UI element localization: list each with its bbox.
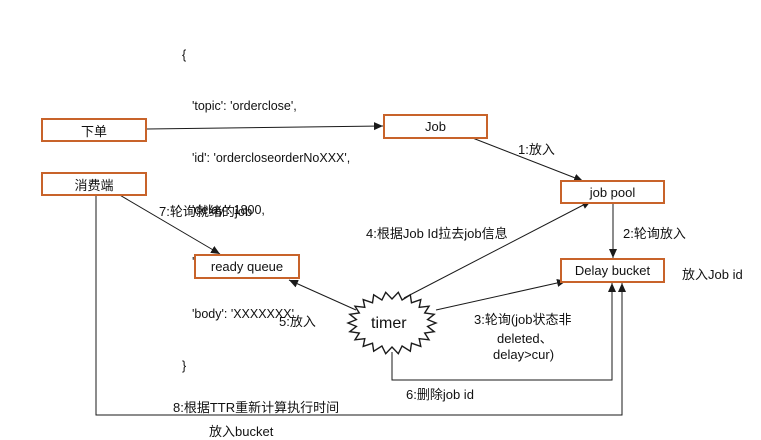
node-job-pool-label: job pool <box>589 184 636 200</box>
edge-label-step8-line1: 8:根据TTR重新计算执行时间 <box>173 400 340 415</box>
edge-label-step3-line3: delay>cur) <box>493 347 555 362</box>
edge-timer-delete-jobid <box>391 283 616 381</box>
node-job-pool: job pool <box>560 180 665 204</box>
json-line-id: 'id': 'ordercloseorderNoXXX', <box>192 151 351 166</box>
edge-label-step3-line2: deleted、 <box>497 331 553 346</box>
edge-timer-to-pool <box>403 200 592 299</box>
json-line-body: 'body': 'XXXXXXX' <box>192 307 294 322</box>
json-line-topic: 'topic': 'orderclose', <box>192 99 297 114</box>
node-order: 下单 <box>41 118 147 142</box>
edge-job-to-pool <box>469 136 584 182</box>
node-delay-bucket-label: Delay bucket <box>574 263 651 278</box>
edge-label-step8-line2: 放入bucket <box>209 424 274 439</box>
edge-label-step1: 1:放入 <box>518 142 555 157</box>
node-delay-bucket: Delay bucket <box>560 258 665 283</box>
edge-timer-to-ready <box>288 279 357 311</box>
job-json-snippet: { 'topic': 'orderclose', 'id': 'orderclo… <box>182 12 350 393</box>
edge-consumer-to-ready <box>117 193 221 255</box>
timer-starburst <box>346 291 438 355</box>
edge-consumer-ttr-to-bucket <box>95 186 626 416</box>
edge-label-step3-line1: 3:轮询(job状态非 <box>474 312 572 327</box>
json-close-brace: } <box>182 358 187 373</box>
json-open-brace: { <box>182 47 187 62</box>
edge-label-step4: 4:根据Job Id拉去job信息 <box>366 226 508 241</box>
edge-label-step2: 2:轮询放入 <box>623 226 686 241</box>
node-timer-label: timer <box>371 315 407 332</box>
node-consumer: 消费端 <box>41 172 147 196</box>
edge-label-step6: 6:删除job id <box>406 387 474 402</box>
node-job-label: Job <box>425 119 446 134</box>
node-order-label: 下单 <box>80 123 107 139</box>
node-ready-queue-label: ready queue <box>210 259 284 274</box>
node-ready-queue: ready queue <box>194 254 300 279</box>
edge-timer-to-bucket <box>435 279 567 311</box>
node-consumer-label: 消费端 <box>74 177 114 193</box>
node-job: Job <box>383 114 488 139</box>
edge-label-step7: 7:轮询就绪的job <box>159 204 253 219</box>
edge-label-step5: 5:放入 <box>279 314 316 329</box>
side-note-put-job-id: 放入Job id <box>682 267 743 282</box>
json-line-delay: 'delay': 1800, <box>192 203 265 218</box>
edge-order-to-job <box>146 122 384 131</box>
